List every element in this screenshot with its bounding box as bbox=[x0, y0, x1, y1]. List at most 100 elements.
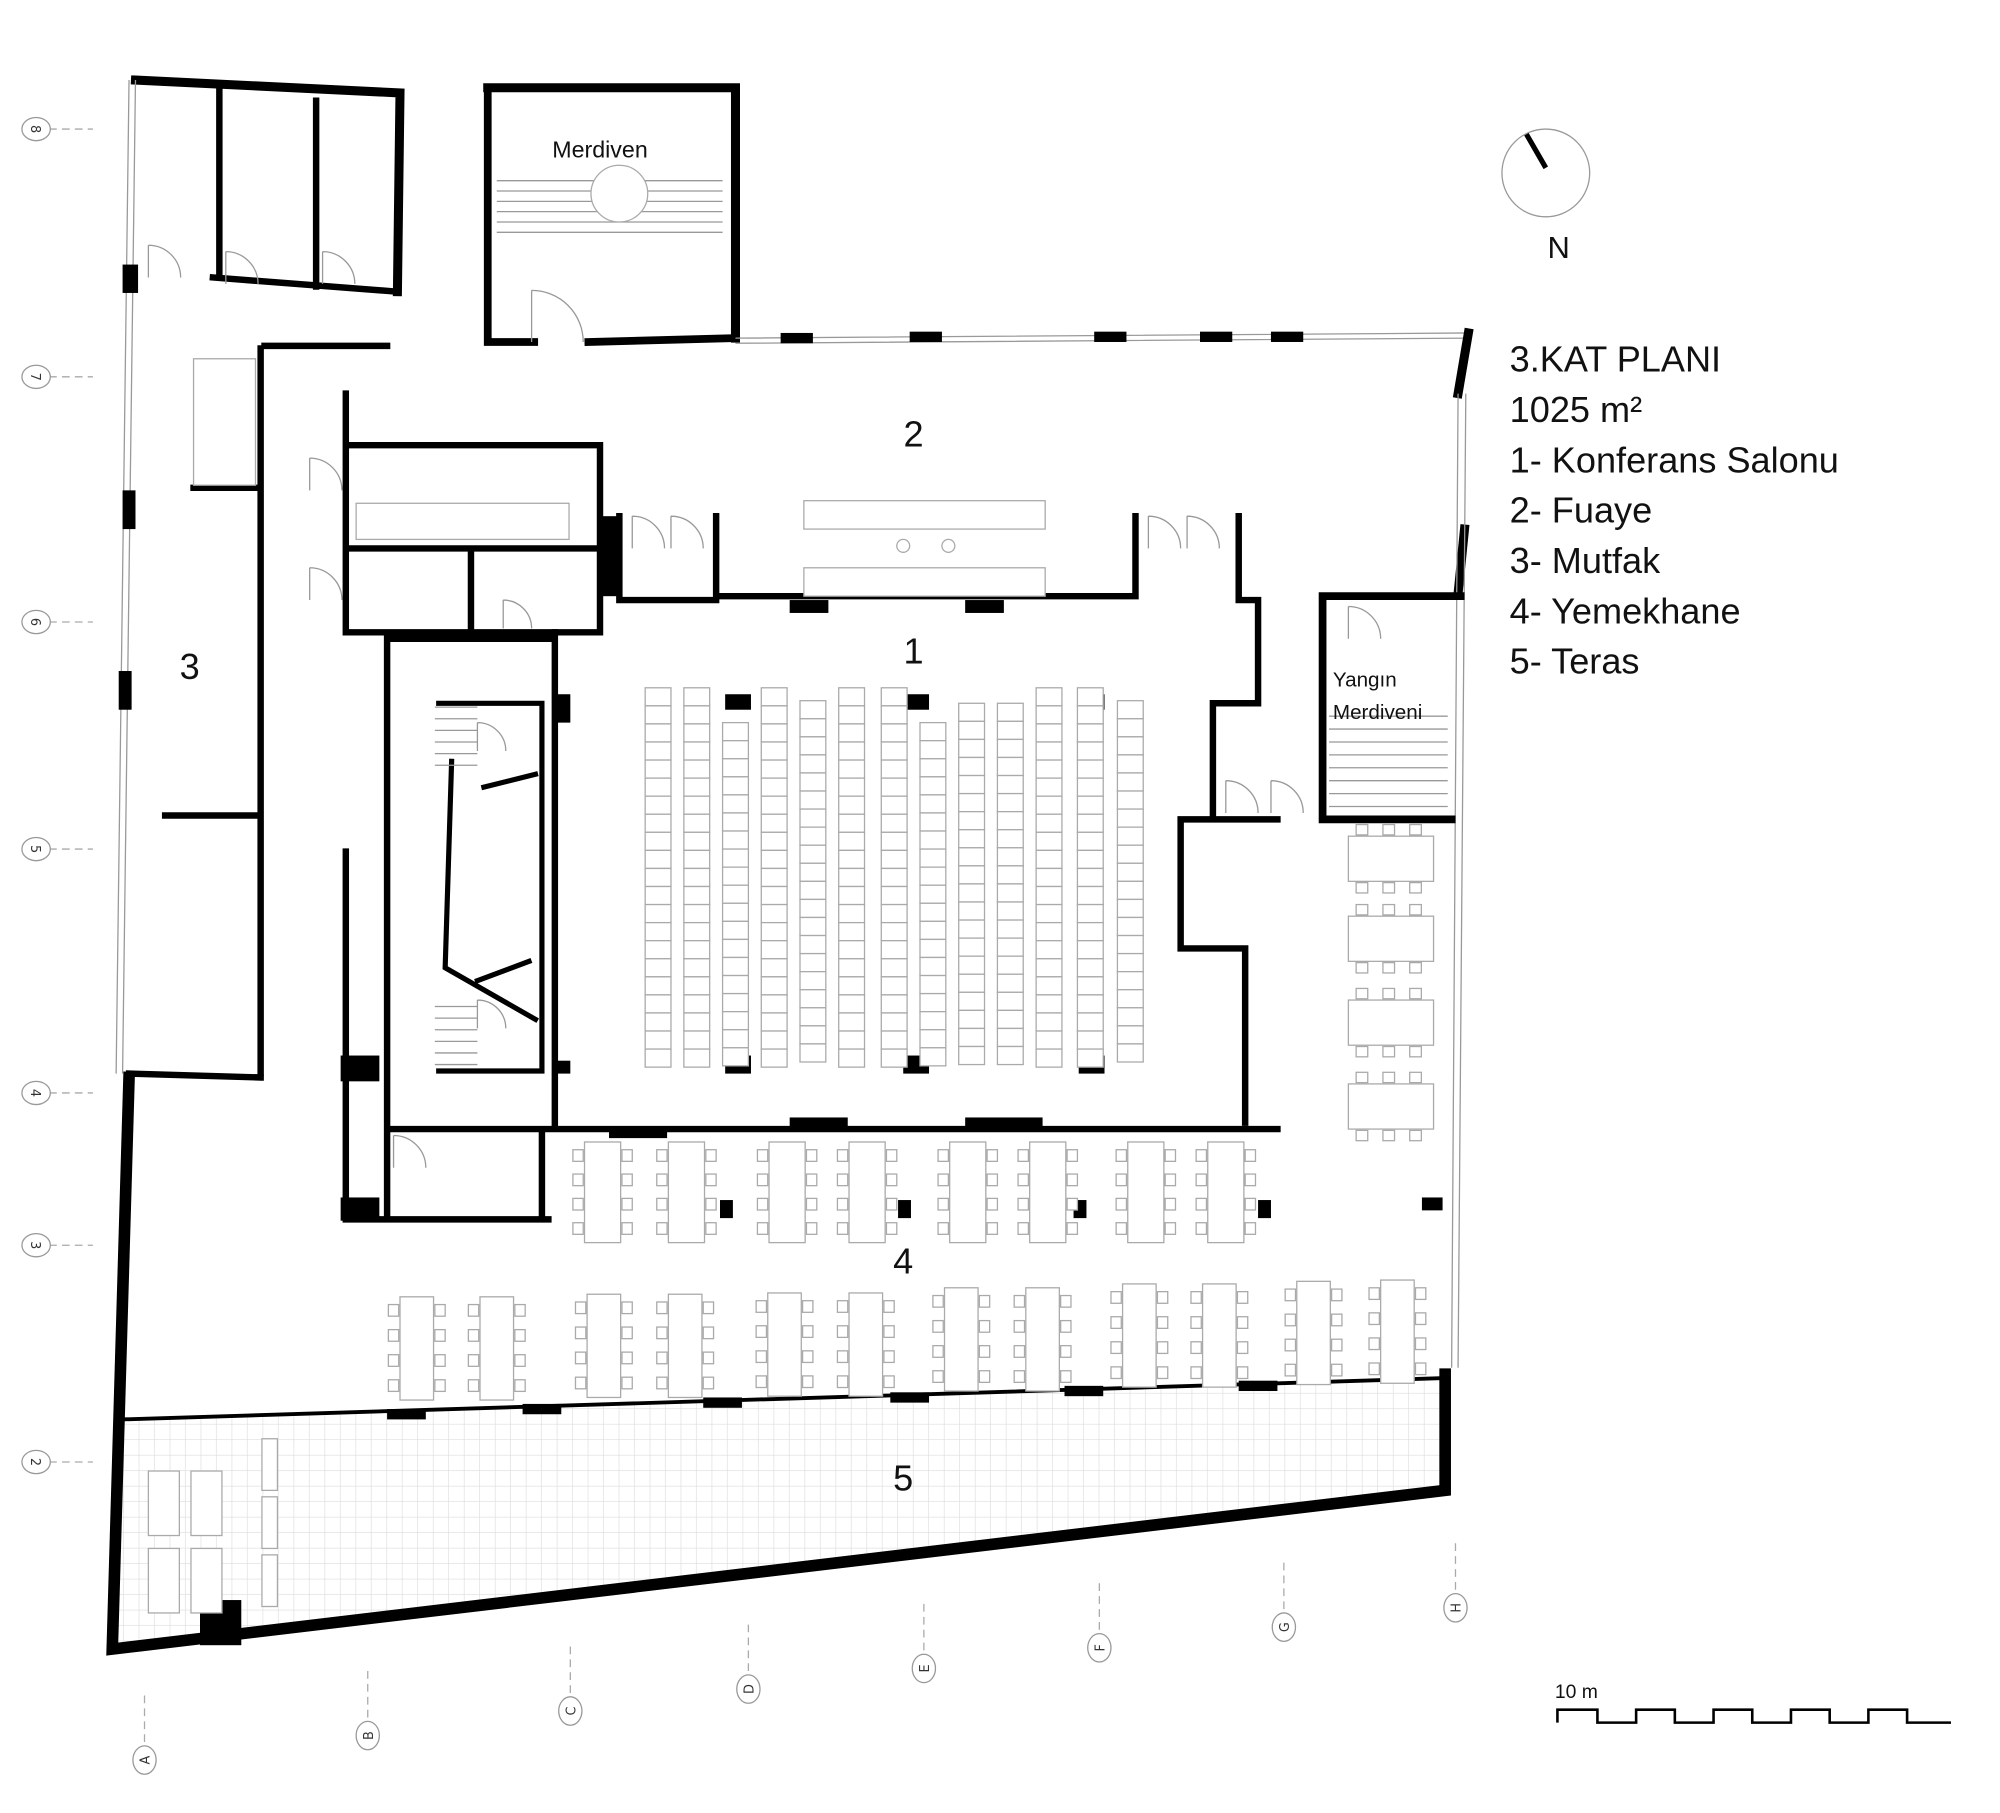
seat bbox=[1076, 1048, 1104, 1068]
grid-row-label: 2 bbox=[27, 1458, 42, 1466]
seat bbox=[799, 700, 827, 720]
chair bbox=[1244, 1173, 1257, 1187]
seat bbox=[1076, 867, 1104, 888]
chair bbox=[656, 1351, 668, 1365]
door-swing bbox=[309, 457, 343, 491]
chair bbox=[1115, 1173, 1128, 1187]
chair bbox=[574, 1301, 587, 1315]
seat bbox=[683, 687, 711, 707]
seat bbox=[919, 812, 947, 832]
grid-col-label: A bbox=[139, 1755, 154, 1764]
seat bbox=[683, 958, 711, 978]
seat bbox=[799, 898, 827, 919]
chair bbox=[1409, 961, 1422, 974]
chair bbox=[1409, 987, 1422, 1000]
chair bbox=[883, 1375, 895, 1389]
door-swing bbox=[1225, 780, 1259, 813]
seat bbox=[721, 1011, 750, 1031]
seat bbox=[1116, 1025, 1144, 1045]
seat bbox=[1035, 1012, 1063, 1032]
seat bbox=[996, 901, 1024, 921]
chair bbox=[1190, 1341, 1202, 1355]
chair bbox=[574, 1351, 587, 1365]
dining-table bbox=[1296, 1280, 1331, 1386]
dining-table bbox=[1029, 1141, 1067, 1244]
chair bbox=[1368, 1337, 1380, 1351]
chair bbox=[836, 1173, 849, 1187]
chair bbox=[621, 1351, 633, 1365]
seat bbox=[799, 808, 827, 828]
grid-marker bbox=[21, 1080, 51, 1106]
chair bbox=[755, 1300, 768, 1313]
chair bbox=[1060, 1319, 1072, 1333]
chair bbox=[1236, 1341, 1249, 1355]
seat bbox=[838, 741, 866, 761]
seat bbox=[760, 940, 788, 960]
seat bbox=[760, 885, 788, 906]
seat bbox=[760, 1012, 788, 1032]
chair bbox=[656, 1149, 668, 1162]
chair bbox=[705, 1173, 717, 1187]
chair bbox=[656, 1326, 668, 1340]
seat bbox=[683, 903, 711, 924]
seat bbox=[721, 974, 750, 995]
seat bbox=[838, 795, 866, 815]
seat bbox=[644, 795, 672, 815]
column-pillar bbox=[1238, 1380, 1278, 1392]
chair bbox=[937, 1149, 950, 1162]
seat bbox=[919, 776, 947, 796]
chair bbox=[885, 1149, 898, 1162]
chair bbox=[1164, 1197, 1177, 1211]
seat bbox=[683, 741, 711, 761]
seat bbox=[1076, 813, 1104, 833]
seat bbox=[1076, 976, 1104, 996]
seat bbox=[958, 720, 986, 741]
chair bbox=[1355, 903, 1369, 916]
chair bbox=[1244, 1197, 1257, 1211]
seat bbox=[919, 866, 947, 886]
column-pillar bbox=[387, 1409, 426, 1420]
grid-col-label: C bbox=[564, 1707, 579, 1716]
seat bbox=[1116, 826, 1144, 846]
chair bbox=[514, 1354, 526, 1367]
chair bbox=[836, 1375, 849, 1389]
chair bbox=[1409, 1045, 1422, 1058]
seat bbox=[880, 867, 908, 888]
seat bbox=[1116, 772, 1144, 792]
seat bbox=[838, 903, 866, 924]
dining-table bbox=[1201, 1283, 1237, 1388]
chair bbox=[387, 1328, 400, 1342]
door-swing bbox=[502, 599, 533, 629]
seat bbox=[919, 902, 947, 922]
stair-treads bbox=[434, 164, 1448, 1066]
grid-row-label: 7 bbox=[27, 373, 42, 381]
seat bbox=[721, 938, 750, 959]
chair bbox=[656, 1197, 668, 1211]
seat bbox=[760, 777, 788, 797]
column-pillar bbox=[122, 264, 139, 293]
chair bbox=[1195, 1173, 1208, 1187]
column-pillar bbox=[903, 694, 930, 710]
chair bbox=[1382, 881, 1396, 894]
seat bbox=[1076, 687, 1104, 707]
north-arrow-icon: N bbox=[1501, 128, 1591, 265]
seat bbox=[1116, 952, 1144, 973]
seat bbox=[838, 723, 866, 743]
terrace-bench bbox=[190, 1470, 223, 1537]
grid-col-label: G bbox=[1278, 1622, 1293, 1632]
seat bbox=[721, 758, 750, 778]
chair bbox=[1066, 1222, 1079, 1235]
chair bbox=[1110, 1366, 1122, 1380]
chair bbox=[1382, 903, 1396, 916]
chair bbox=[1110, 1316, 1122, 1329]
dining-table bbox=[667, 1293, 703, 1399]
chair bbox=[1115, 1222, 1128, 1235]
seat bbox=[1116, 1043, 1144, 1063]
seat bbox=[996, 702, 1024, 722]
chair bbox=[1156, 1341, 1169, 1355]
seat bbox=[799, 1025, 827, 1045]
seat bbox=[799, 916, 827, 937]
seat bbox=[838, 687, 866, 707]
chair bbox=[1409, 1071, 1422, 1084]
